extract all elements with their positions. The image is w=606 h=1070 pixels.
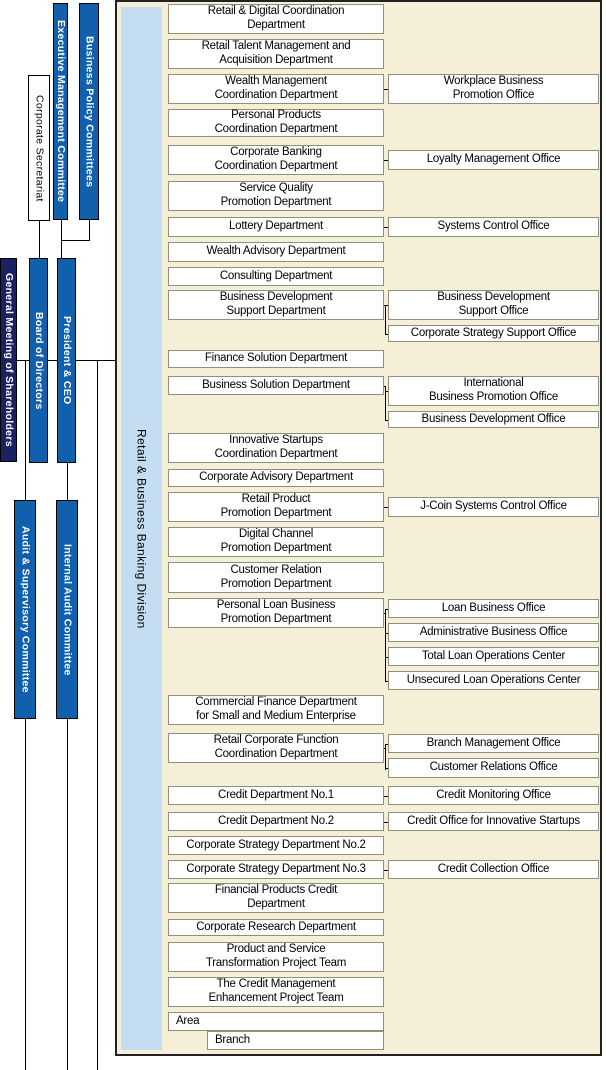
department-box: Innovative Startups Coordination Departm… [168,433,384,463]
connector-line [384,227,388,228]
business-policy-committees-bar: Business Policy Committees [79,3,99,220]
department-box: Corporate Advisory Department [168,469,384,487]
connector-line [61,240,90,241]
office-box: Credit Office for Innovative Startups [388,812,599,831]
department-box: Digital Channel Promotion Department [168,527,384,557]
office-box: Credit Monitoring Office [388,786,599,805]
office-box: Business Development Support Office [388,290,599,320]
board-of-directors-bar: Board of Directors [29,258,48,463]
connector-line [385,305,386,335]
connector-line [384,870,388,871]
connector-line [384,796,388,797]
department-box: Lottery Department [168,217,384,237]
department-box: Service Quality Promotion Department [168,181,384,211]
department-box: Corporate Banking Coordination Departmen… [168,145,384,175]
connector-line [385,609,388,610]
connector-line [385,609,386,682]
department-box: Product and Service Transformation Proje… [168,942,384,972]
connector-line [385,681,388,682]
connector-line [25,360,26,500]
office-box: Business Development Office [388,411,599,428]
office-box: Corporate Strategy Support Office [388,325,599,342]
connector-line [384,160,388,161]
department-box: Retail Corporate Function Coordination D… [168,733,384,763]
connector-line [39,221,40,258]
department-box: Consulting Department [168,267,384,286]
department-box: Financial Products Credit Department [168,883,384,913]
connector-line [385,305,388,306]
connector-line [385,386,386,421]
connector-line [385,391,388,392]
department-box: Branch [207,1031,384,1050]
connector-line [384,507,388,508]
office-box: Credit Collection Office [388,860,599,879]
department-box: Customer Relation Promotion Department [168,562,384,593]
department-box: Business Development Support Department [168,290,384,320]
connector-line [89,220,90,241]
connector-line [385,744,386,770]
office-box: Total Loan Operations Center [388,647,599,666]
connector-line [97,360,98,1070]
connector-line [67,463,68,500]
department-box: Wealth Management Coordination Departmen… [168,74,384,104]
general-meeting-of-shareholders-bar: General Meeting of Shareholders [0,258,17,462]
department-box: The Credit Management Enhancement Projec… [168,977,384,1007]
connector-line [385,420,388,421]
office-box: International Business Promotion Office [388,376,599,406]
connector-line [384,89,388,90]
department-box: Commercial Finance Department for Small … [168,695,384,725]
executive-management-committee-bar: Executive Management Committee [53,3,68,220]
department-box: Credit Department No.1 [168,786,384,805]
connector-line [385,334,388,335]
department-box: Finance Solution Department [168,350,384,368]
office-box: Customer Relations Office [388,758,599,778]
department-box: Credit Department No.2 [168,812,384,831]
department-box: Corporate Research Department [168,919,384,936]
audit-supervisory-committee-bar: Audit & Supervisory Committee [14,500,36,719]
department-box: Retail Talent Management and Acquisition… [168,39,384,69]
office-box: Administrative Business Office [388,623,599,642]
corporate-secretariat-bar: Corporate Secretariat [28,75,50,221]
office-box: Systems Control Office [388,217,599,237]
office-box: Loan Business Office [388,599,599,618]
office-box: Unsecured Loan Operations Center [388,671,599,690]
department-box: Wealth Advisory Department [168,242,384,262]
department-box: Personal Products Coordination Departmen… [168,109,384,137]
connector-line [384,822,388,823]
department-box: Retail & Digital Coordination Department [168,4,384,34]
office-box: J-Coin Systems Control Office [388,497,599,517]
office-box: Branch Management Office [388,734,599,753]
department-box: Retail Product Promotion Department [168,492,384,522]
office-box: Workplace Business Promotion Office [388,74,599,104]
department-box: Corporate Strategy Department No.3 [168,860,384,879]
department-box: Business Solution Department [168,376,384,395]
division-title-bar: Retail & Business Banking Division [121,7,162,1050]
internal-audit-committee-bar: Internal Audit Committee [56,500,78,719]
office-box: Loyalty Management Office [388,150,599,170]
connector-line [67,719,68,1070]
connector-line [61,220,62,258]
department-box: Area [168,1012,384,1031]
connector-line [25,719,26,1070]
connector-line [385,657,388,658]
connector-line [385,744,388,745]
department-box: Personal Loan Business Promotion Departm… [168,598,384,628]
connector-line [385,768,388,769]
department-box: Corporate Strategy Department No.2 [168,836,384,855]
president-ceo-bar: President & CEO [57,258,76,463]
connector-line [385,633,388,634]
